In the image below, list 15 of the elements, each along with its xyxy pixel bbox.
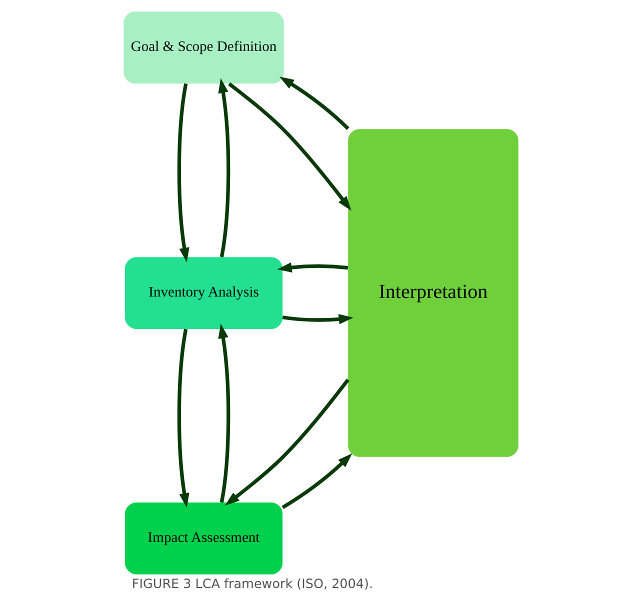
arrow <box>176 83 189 262</box>
arrow <box>282 314 353 324</box>
arrow <box>224 378 349 506</box>
node-box: Inventory Analysis <box>124 257 282 329</box>
node-box: Impact Assessment <box>124 502 282 574</box>
node-box: Goal & Scope Definition <box>123 12 284 84</box>
arrow <box>278 76 349 130</box>
arrow <box>276 262 348 273</box>
arrow <box>218 324 230 503</box>
caption: FIGURE 3 LCA framework (ISO, 2004). <box>131 577 373 592</box>
arrow <box>228 82 351 211</box>
node-box: Interpretation <box>348 129 518 457</box>
arrow <box>176 328 189 508</box>
arrow <box>218 78 230 258</box>
arrow <box>281 453 352 509</box>
